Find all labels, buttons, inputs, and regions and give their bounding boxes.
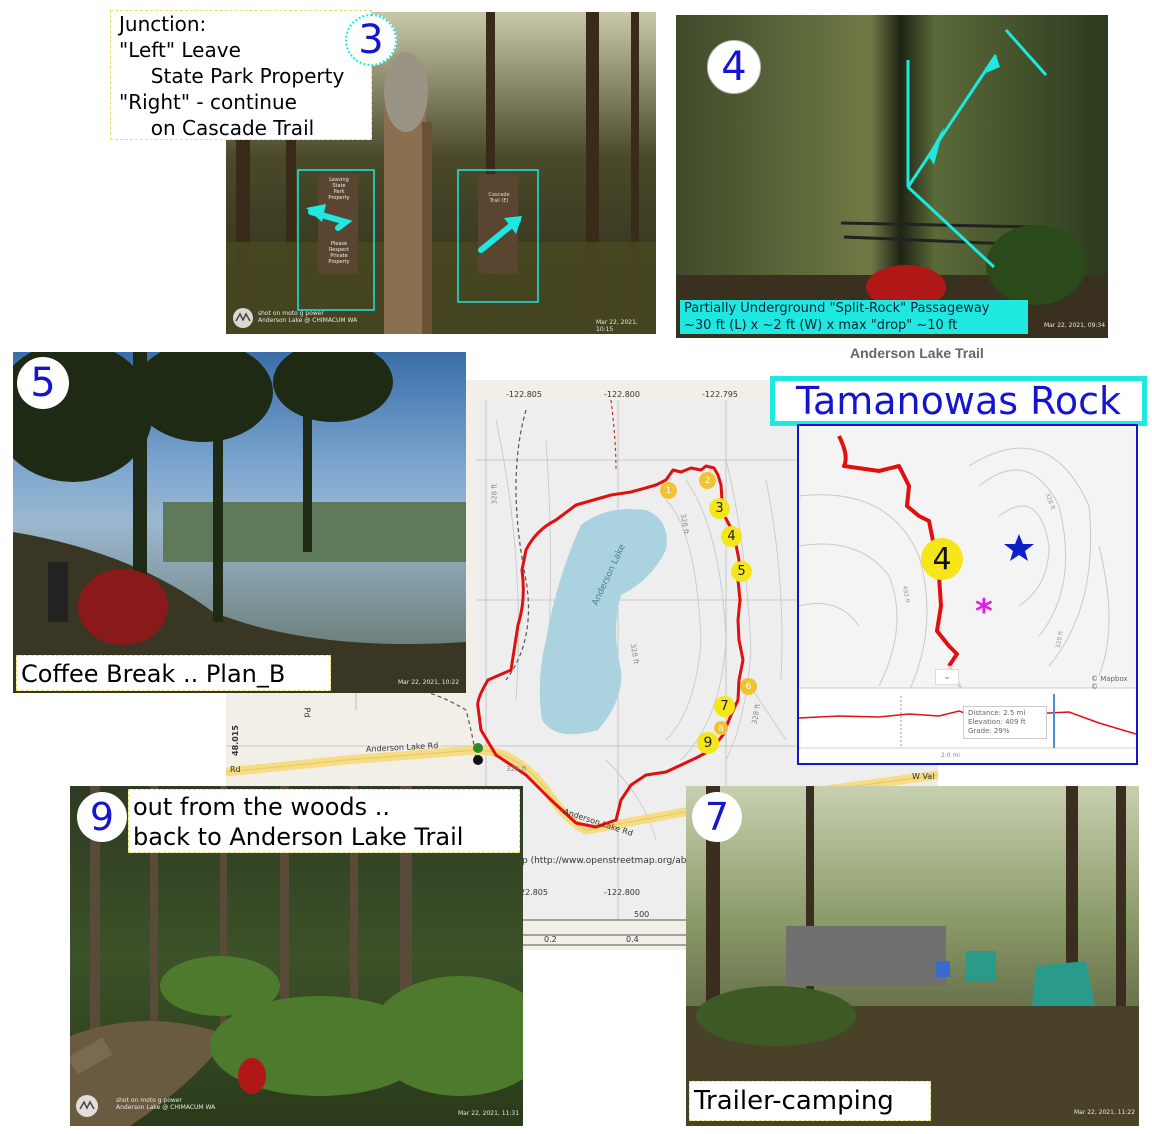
sign-left-line: State — [332, 183, 346, 189]
stamp-line: Anderson Lake @ CHIMACUM WA — [258, 317, 358, 324]
photo3-date: Mar 22, 2021, 10:15 — [596, 319, 638, 333]
map-bottom-tick-1: -122.805 — [512, 888, 548, 897]
photo5-date: Mar 22, 2021, 10:22 — [398, 679, 460, 686]
map-scale-top-label: 500 — [634, 910, 650, 919]
inset-title: Tamanowas Rock — [770, 376, 1147, 426]
map-lat-tick: 48.015 — [230, 725, 240, 756]
caption-line: back to Anderson Lake Trail — [133, 823, 464, 851]
map-scale-label-2: 0.4 — [626, 935, 639, 944]
sign-right-line: Trail (E) — [489, 198, 509, 204]
photo5-caption: Coffee Break .. Plan_B — [16, 655, 331, 691]
sign-left-line: Respect — [329, 247, 349, 253]
sign-left-text: Leaving State Park Property Please Respe… — [321, 177, 357, 265]
sign-left-line: Property — [328, 195, 350, 201]
tooltip-line: Distance: 2.5 mi — [968, 709, 1026, 717]
photo4-date: Mar 22, 2021, 09:34 — [1044, 322, 1106, 329]
map-marker-3: 3 — [709, 498, 730, 519]
trailhead-pin-icon — [473, 743, 483, 753]
sign-left-line: Private — [330, 253, 348, 259]
photo4-caption: Partially Underground "Split-Rock" Passa… — [680, 300, 1028, 334]
motorola-logo-icon — [233, 308, 253, 328]
map-top-tick-1: -122.805 — [506, 390, 542, 399]
photo9-caption: out from the woods .. back to Anderson L… — [128, 789, 520, 853]
map-contour-label-1: 328 ft — [490, 483, 499, 505]
map-bottom-tick-2: -122.800 — [604, 888, 640, 897]
map-side-road-label: Pd — [302, 707, 312, 718]
caption-line: "Right" - continue — [119, 90, 297, 114]
map-marker-8: 8 — [714, 721, 728, 735]
photo3-caption: Junction: "Left" Leave State Park Proper… — [110, 10, 372, 140]
photo7-number: 7 — [692, 792, 742, 842]
caption-line: Junction: — [119, 12, 207, 36]
photo9-number: 9 — [77, 792, 127, 842]
inset-tooltip: Distance: 2.5 mi Elevation: 409 ft Grade… — [963, 706, 1047, 739]
sign-right-text: Cascade Trail (E) — [481, 192, 517, 204]
caption-line: on Cascade Trail — [119, 116, 315, 140]
chevron-down-icon[interactable]: ⌄ — [935, 669, 959, 685]
map-marker-1: 1 — [660, 482, 677, 499]
photo9-date: Mar 22, 2021, 11:31 — [458, 1110, 520, 1117]
map-marker-7: 7 — [714, 696, 735, 717]
sign-left-line: Park — [333, 189, 345, 195]
sign-left-line: Property — [328, 259, 350, 265]
map-contour-label-5: 328 ft — [506, 765, 527, 773]
map-road-label-4: Rd — [230, 765, 241, 774]
inset-map: 4 * ⌄ © Mapbox © 328 ft 492 ft 328 ft Di… — [797, 424, 1138, 765]
motorola-logo-icon — [76, 1095, 98, 1117]
photo7-caption: Trailer-camping — [689, 1081, 931, 1121]
caption-line: "Left" Leave — [119, 38, 241, 62]
inset-asterisk: * — [975, 592, 993, 632]
sign-right-line: Cascade — [488, 192, 510, 198]
map-road-label-3: W Val — [912, 772, 935, 781]
caption-line: out from the woods .. — [133, 793, 391, 821]
inset-marker-4: 4 — [921, 538, 963, 580]
photo3-number: 3 — [345, 14, 397, 66]
stamp-line: Anderson Lake @ CHIMACUM WA — [116, 1104, 216, 1111]
inset-axis-label: 2.0 mi — [941, 752, 960, 759]
map-marker-6: 6 — [740, 678, 757, 695]
photo9-stamp: shot on moto g power Anderson Lake @ CHI… — [116, 1097, 215, 1111]
photo7-date: Mar 22, 2021, 11:22 — [1074, 1109, 1136, 1116]
star-icon — [1004, 534, 1034, 561]
map-marker-9: 9 — [697, 732, 719, 754]
map-marker-2: 2 — [699, 472, 716, 489]
photo4-number: 4 — [707, 40, 761, 94]
stamp-line: shot on moto g power — [258, 310, 324, 317]
map-scale-label-1: 0.2 — [544, 935, 557, 944]
sign-left-line: Please — [330, 241, 348, 247]
inset-attribution: © Mapbox © — [1091, 675, 1128, 691]
page-title: Anderson Lake Trail — [850, 345, 984, 361]
photo-coffee-break: Mar 22, 2021, 10:22 — [13, 352, 466, 693]
tooltip-line: Elevation: 409 ft — [968, 718, 1026, 726]
photo3-stamp: shot on moto g power Anderson Lake @ CHI… — [258, 310, 357, 324]
trailhead-end-icon — [473, 755, 483, 765]
map-marker-4: 4 — [721, 526, 742, 547]
stamp-line: shot on moto g power — [116, 1097, 182, 1104]
caption-line: Partially Underground "Split-Rock" Passa… — [684, 301, 990, 316]
tooltip-line: Grade: 29% — [968, 727, 1010, 735]
photo-trailer-camping: Mar 22, 2021, 11:22 — [686, 786, 1139, 1126]
photo5-number: 5 — [17, 357, 69, 409]
map-marker-5: 5 — [731, 561, 752, 582]
caption-line: ~30 ft (L) x ~2 ft (W) x max "drop" ~10 … — [684, 318, 958, 333]
map-attribution: p (http://www.openstreetmap.org/abo — [522, 856, 692, 866]
map-top-tick-2: -122.800 — [604, 390, 640, 399]
map-top-tick-3: -122.795 — [702, 390, 738, 399]
sign-left-line: Leaving — [329, 177, 349, 183]
caption-line: State Park Property — [119, 64, 345, 88]
